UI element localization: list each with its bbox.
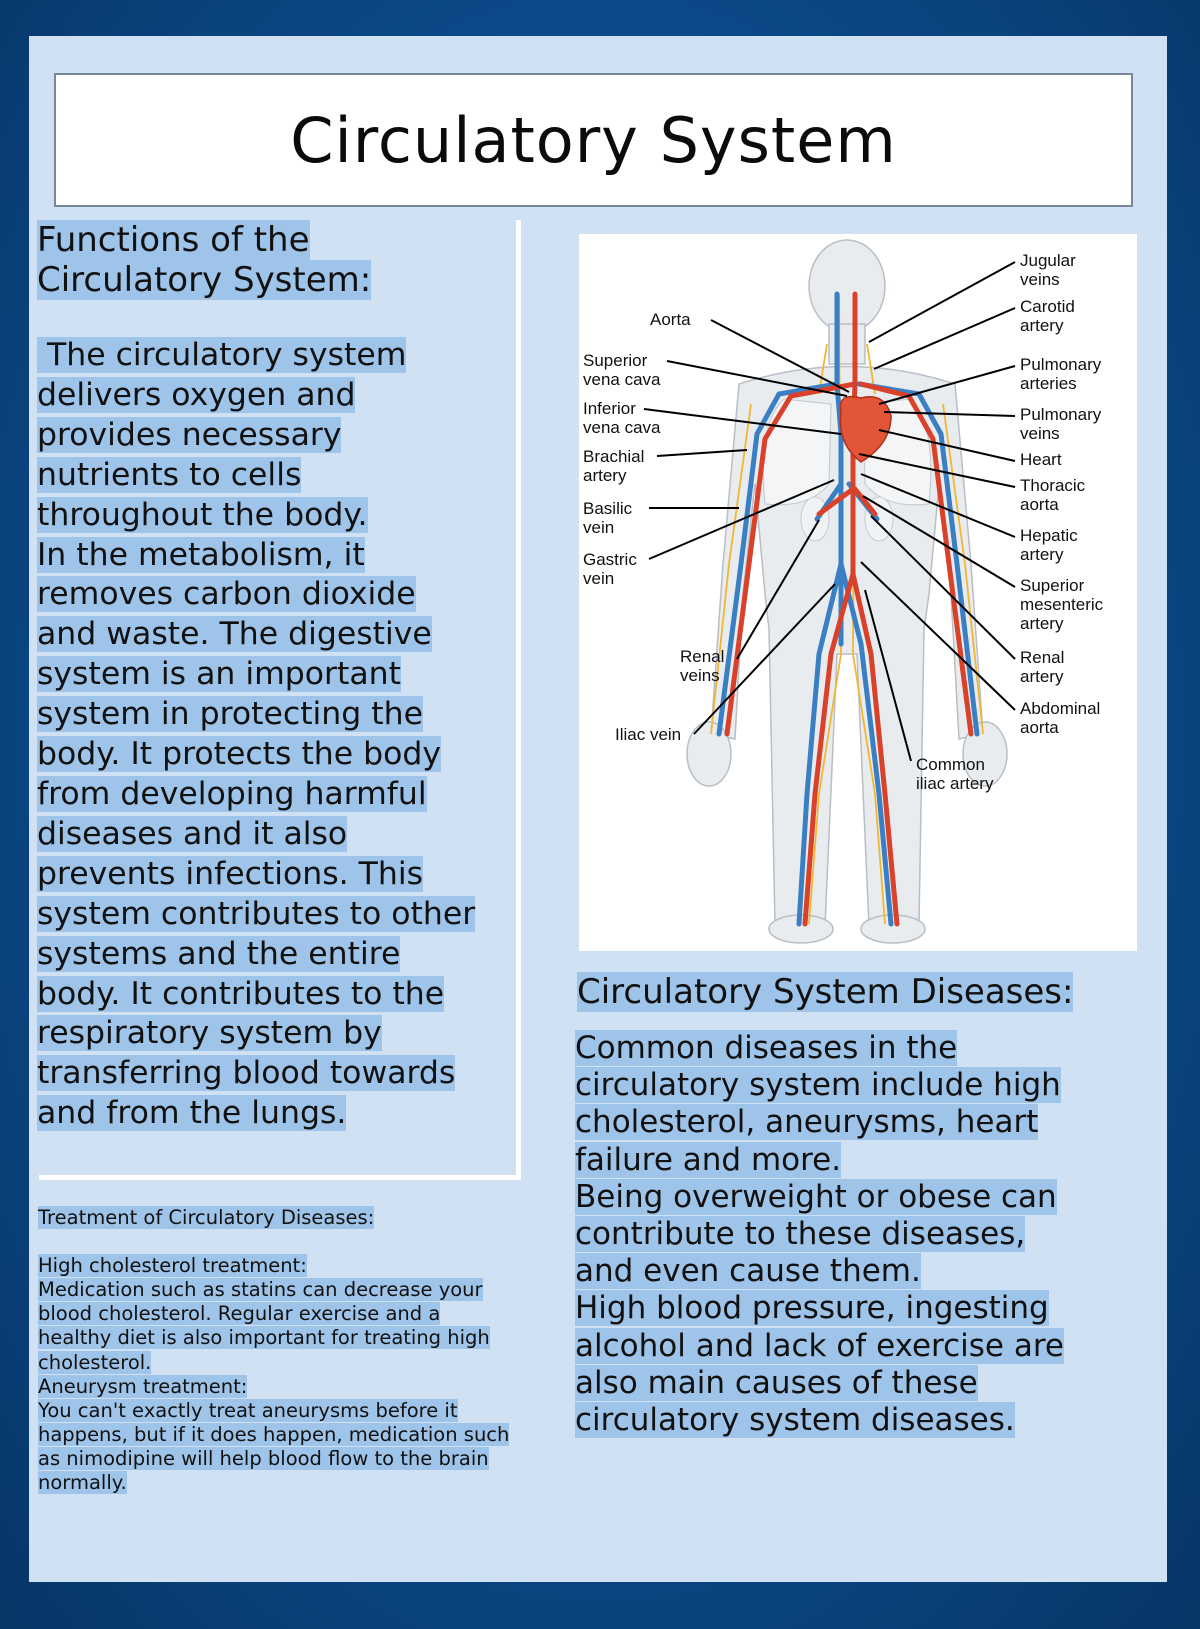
veins <box>716 291 980 927</box>
label-iliac-vein: Iliac vein <box>615 725 681 744</box>
circulatory-diagram: Aorta Superior vena cava Inferior vena c… <box>579 234 1137 951</box>
treatment-heading: Treatment of Circulatory Diseases: <box>38 1206 375 1229</box>
label-renal-veins-1: Renal <box>680 647 724 666</box>
treatment-section: Treatment of Circulatory Diseases: High … <box>38 1206 538 1495</box>
body-illustration: Aorta Superior vena cava Inferior vena c… <box>583 239 1104 944</box>
functions-heading-text: Functions of the Circulatory System: <box>37 220 372 300</box>
label-renal-veins-2: veins <box>680 666 720 685</box>
label-common-iliac-artery-2: iliac artery <box>916 774 994 793</box>
poster: Circulatory System Functions of the Circ… <box>29 36 1167 1582</box>
label-brachial-artery-1: Brachial <box>583 447 644 466</box>
label-gastric-vein-1: Gastric <box>583 550 637 569</box>
label-inferior-vena-cava-1: Inferior <box>583 399 636 418</box>
label-jugular-veins-1: Jugular <box>1020 251 1076 270</box>
label-basilic-vein-2: vein <box>583 518 614 537</box>
label-carotid-artery-1: Carotid <box>1020 297 1075 316</box>
functions-paragraph-text: The circulatory system delivers oxygen a… <box>37 337 476 1132</box>
label-brachial-artery-2: artery <box>583 466 627 485</box>
treatment-body: High cholesterol treatment: Medication s… <box>38 1254 510 1495</box>
title-box: Circulatory System <box>54 73 1133 207</box>
body-silhouette <box>686 239 1008 944</box>
label-abdominal-aorta-2: aorta <box>1020 718 1059 737</box>
label-hepatic-artery-2: artery <box>1020 545 1064 564</box>
heart-shape <box>839 395 892 463</box>
diseases-heading: Circulatory System Diseases: <box>577 971 1137 1013</box>
label-superior-vena-cava-2: vena cava <box>583 370 661 389</box>
label-jugular-veins-2: veins <box>1020 270 1060 289</box>
diseases-heading-text: Circulatory System Diseases: <box>577 972 1074 1012</box>
label-gastric-vein-2: vein <box>583 569 614 588</box>
label-renal-artery-1: Renal <box>1020 648 1064 667</box>
label-superior-mesenteric-artery-3: artery <box>1020 614 1064 633</box>
leader-lines <box>643 261 1016 762</box>
label-hepatic-artery-1: Hepatic <box>1020 526 1078 545</box>
label-heart: Heart <box>1020 450 1062 469</box>
label-pulmonary-arteries-1: Pulmonary <box>1020 355 1102 374</box>
diseases-paragraph: Common diseases in the circulatory syste… <box>575 1030 1135 1439</box>
page-title: Circulatory System <box>290 103 897 177</box>
horizontal-divider <box>39 1175 521 1180</box>
label-superior-mesenteric-artery-1: Superior <box>1020 576 1085 595</box>
label-renal-artery-2: artery <box>1020 667 1064 686</box>
label-common-iliac-artery-1: Common <box>916 755 985 774</box>
label-inferior-vena-cava-2: vena cava <box>583 418 661 437</box>
label-superior-mesenteric-artery-2: mesenteric <box>1020 595 1104 614</box>
label-basilic-vein-1: Basilic <box>583 499 633 518</box>
label-pulmonary-veins-2: veins <box>1020 424 1060 443</box>
label-thoracic-aorta-2: aorta <box>1020 495 1059 514</box>
label-pulmonary-veins-1: Pulmonary <box>1020 405 1102 424</box>
label-pulmonary-arteries-2: arteries <box>1020 374 1077 393</box>
label-superior-vena-cava-1: Superior <box>583 351 648 370</box>
label-aorta: Aorta <box>650 310 691 329</box>
functions-heading: Functions of the Circulatory System: <box>37 220 457 300</box>
label-carotid-artery-2: artery <box>1020 316 1064 335</box>
diseases-paragraph-text: Common diseases in the circulatory syste… <box>575 1030 1064 1439</box>
label-abdominal-aorta-1: Abdominal <box>1020 699 1100 718</box>
functions-paragraph: The circulatory system delivers oxygen a… <box>37 336 517 1134</box>
label-thoracic-aorta-1: Thoracic <box>1020 476 1086 495</box>
vertical-divider <box>516 220 521 1180</box>
